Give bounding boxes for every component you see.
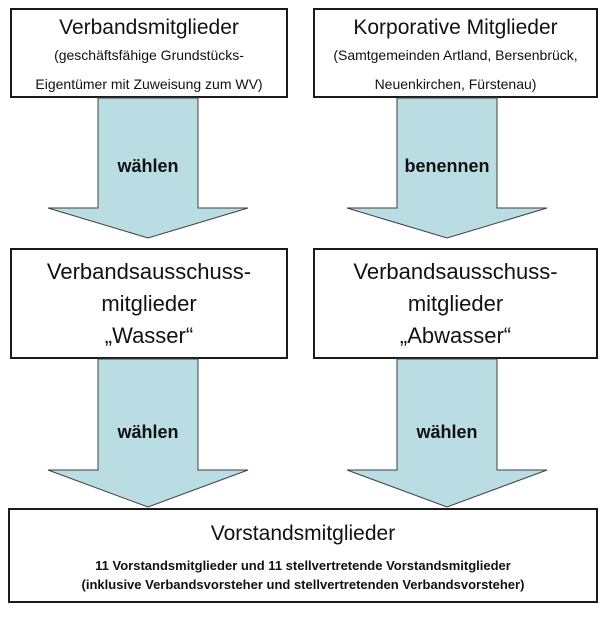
committee-water-line1: Verbandsausschuss-: [46, 258, 252, 284]
committee-water-line2: mitglieder: [101, 290, 197, 316]
arrow-members-to-water: wählen: [47, 97, 249, 239]
arrow-label-waehlen: wählen: [116, 156, 178, 176]
committee-water-box: Verbandsausschuss- mitglieder „Wasser“: [10, 248, 288, 359]
down-block-arrow-icon: [346, 358, 548, 508]
members-box-subtitle-line1: (geschäftsfähige Grundstücks-: [54, 47, 244, 63]
members-box-title: Verbandsmitglieder: [59, 16, 239, 39]
committee-wastewater-line2: mitglieder: [407, 290, 504, 316]
arrow-label-waehlen: wählen: [116, 422, 178, 442]
down-block-arrow-icon: [47, 358, 249, 508]
arrow-label-waehlen: wählen: [415, 422, 477, 442]
committee-water-line3: „Wasser“: [104, 322, 194, 348]
members-box-subtitle-line2: Eigentümer mit Zuweisung zum WV): [35, 76, 263, 92]
arrow-water-to-board: wählen: [47, 358, 249, 508]
corporate-members-box-subtitle-line1: (Samtgemeinden Artland, Bersenbrück,: [333, 47, 578, 63]
arrow-wastewater-to-board: wählen: [346, 358, 548, 508]
board-box-subtitle-line1: 11 Vorstandsmitglieder und 11 stellvertr…: [95, 558, 511, 573]
board-box-subtitle-line2: (inklusive Verbandsvorsteher und stellve…: [81, 577, 525, 592]
committee-wastewater-box: Verbandsausschuss- mitglieder „Abwasser“: [313, 248, 598, 359]
down-block-arrow-icon: [47, 97, 249, 239]
committee-wastewater-line1: Verbandsausschuss-: [353, 258, 558, 284]
corporate-members-box: Korporative Mitglieder (Samtgemeinden Ar…: [313, 8, 598, 98]
arrow-corporate-to-wastewater: benennen: [346, 97, 548, 239]
board-box: Vorstandsmitglieder 11 Vorstandsmitglied…: [8, 508, 598, 603]
corporate-members-box-subtitle-line2: Neuenkirchen, Fürstenau): [374, 76, 537, 92]
members-box: Verbandsmitglieder (geschäftsfähige Grun…: [10, 8, 288, 98]
arrow-label-benennen: benennen: [404, 156, 489, 176]
board-box-title: Vorstandsmitglieder: [210, 522, 396, 545]
committee-wastewater-line3: „Abwasser“: [399, 322, 512, 348]
corporate-members-box-title: Korporative Mitglieder: [353, 16, 558, 39]
down-block-arrow-icon: [346, 97, 548, 239]
